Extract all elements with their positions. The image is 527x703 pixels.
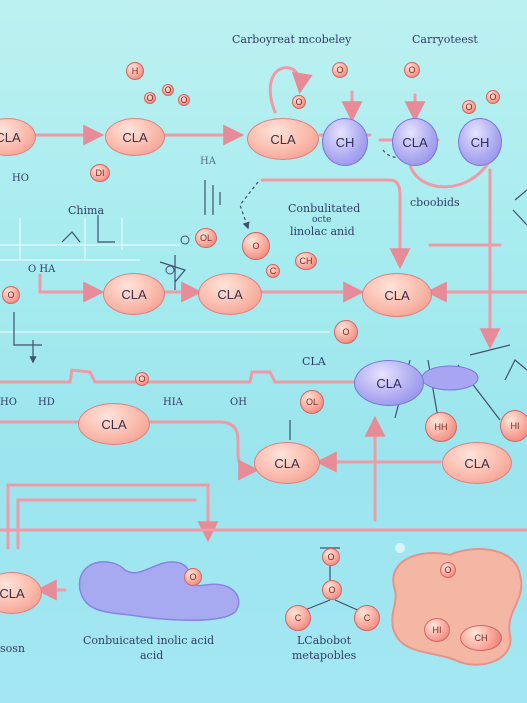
atom-hi-1: HI (500, 410, 527, 442)
cla-node-row2-c: CLA (362, 273, 432, 317)
label-chima: Chima (68, 204, 105, 217)
atom-o-11: O (2, 286, 20, 304)
atom-c-2: C (285, 605, 311, 631)
label-conjugated-line1: Conbulitated (288, 202, 361, 215)
label-sosn: sosn (0, 642, 25, 655)
atom-o-16: O (440, 562, 456, 578)
cla-purple-node-row1: CLA (392, 118, 438, 166)
cla-node-row4-b: CLA (442, 442, 512, 484)
atom-o-3: O (178, 94, 190, 106)
atom-ol: OL (195, 228, 217, 248)
atom-hh-1: HH (425, 412, 457, 442)
label-hd: HD (38, 397, 55, 408)
cla-node-row4-a: CLA (254, 442, 320, 484)
atom-di: DI (90, 164, 110, 182)
label-bottom-mid-line2: acid (140, 649, 164, 662)
label-ho-top: HO (12, 173, 29, 184)
ch-node-row1-a: CH (322, 118, 368, 166)
ch-node-row1-b: CH (458, 118, 502, 166)
atom-c-3: C (354, 605, 380, 631)
cla-purple-node-row3: CLA (354, 360, 424, 406)
atom-o-5: O (292, 95, 306, 109)
atom-o-14: O (322, 548, 340, 566)
atom-o-8: O (486, 90, 500, 104)
atom-ol-2: OL (300, 390, 324, 414)
atom-o-13: O (184, 568, 202, 586)
atom-hi-2: HI (424, 618, 450, 642)
atom-o-15: O (322, 580, 342, 600)
cla-node-row3-a: CLA (78, 403, 150, 445)
atom-h-1: H (126, 62, 144, 80)
label-hia: HIA (163, 397, 183, 408)
label-bottom-right-line1: LCabobot (297, 634, 352, 647)
atom-o-10: O (334, 320, 358, 344)
atom-o-6: O (404, 62, 420, 78)
label-o-ha: O HA (28, 264, 56, 275)
conjugated-acid-blob (78, 561, 240, 622)
label-bottom-right-line2: metapobles (292, 649, 357, 662)
label-ho-left: HO (0, 397, 17, 408)
cla-node-row1-a: CLA (0, 118, 36, 156)
metabolite-blob (391, 548, 523, 666)
label-ha-top: HA (200, 156, 216, 167)
label-conjugated-line3: linolac anid (290, 225, 355, 238)
atom-o-4: O (332, 62, 348, 78)
cla-node-row1-c: CLA (247, 118, 319, 160)
atom-o-7: O (462, 100, 476, 114)
cla-node-row1-b: CLA (105, 118, 165, 156)
atom-c-1: C (266, 264, 280, 278)
atom-ch-2: CH (460, 625, 502, 651)
label-cla-small: CLA (302, 355, 326, 368)
atom-o-2: O (162, 84, 174, 96)
label-bottom-mid-line1: Conbuicated inolic acid (83, 634, 215, 647)
cla-node-row2-a: CLA (103, 273, 165, 315)
cla-node-row2-b: CLA (198, 273, 262, 315)
label-conjugated-line2: octe (312, 215, 332, 225)
atom-o-12: O (135, 372, 149, 386)
header-title-left: Carboyreat mcobeley (232, 33, 352, 46)
atom-o-9: O (242, 232, 270, 260)
label-oh: OH (230, 397, 247, 408)
atom-ch-1: CH (295, 252, 317, 270)
atom-o-1: O (144, 92, 156, 104)
header-title-right: Carryoteest (412, 33, 478, 46)
label-cboobids: cboobids (410, 196, 460, 209)
